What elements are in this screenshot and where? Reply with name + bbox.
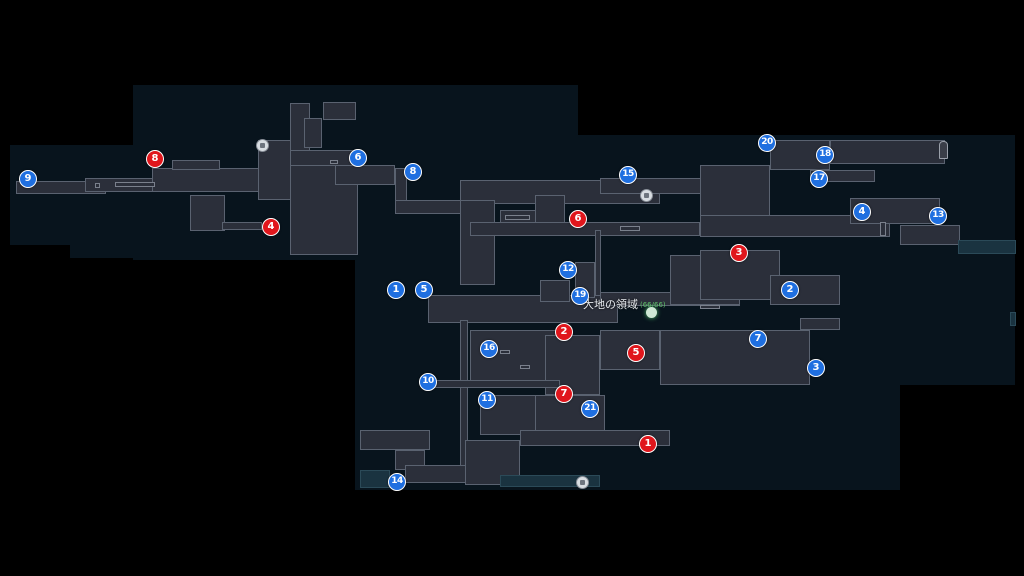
map-room — [172, 160, 220, 170]
map-room — [323, 102, 356, 120]
map-detail — [330, 160, 338, 164]
map-room — [535, 195, 565, 225]
map-room — [430, 380, 560, 388]
red-marker-3[interactable]: 3 — [730, 244, 748, 262]
map-detail — [115, 182, 155, 187]
map-room — [360, 430, 430, 450]
save-point-northwest[interactable] — [256, 139, 269, 152]
blue-marker-19[interactable]: 19 — [571, 287, 589, 305]
map-detail — [620, 226, 640, 231]
blue-marker-8[interactable]: 8 — [404, 163, 422, 181]
map-detail — [505, 215, 530, 220]
map-room — [800, 318, 840, 330]
blue-marker-12[interactable]: 12 — [559, 261, 577, 279]
map-room — [360, 470, 390, 488]
blue-marker-7[interactable]: 7 — [749, 330, 767, 348]
red-marker-1[interactable]: 1 — [639, 435, 657, 453]
map-detail — [520, 365, 530, 369]
red-marker-6[interactable]: 6 — [569, 210, 587, 228]
map-room — [152, 168, 272, 192]
save-point-north[interactable] — [640, 189, 653, 202]
area-name-label: 大地の領域 — [583, 298, 638, 311]
map-room — [595, 230, 601, 300]
blue-marker-2[interactable]: 2 — [781, 281, 799, 299]
blue-marker-20[interactable]: 20 — [758, 134, 776, 152]
gate-icon — [939, 141, 948, 159]
map-room — [335, 165, 395, 185]
map-room — [958, 240, 1016, 254]
blue-marker-15[interactable]: 15 — [619, 166, 637, 184]
blue-marker-1[interactable]: 1 — [387, 281, 405, 299]
blue-marker-5[interactable]: 5 — [415, 281, 433, 299]
map-room — [520, 430, 670, 446]
blue-marker-14[interactable]: 14 — [388, 473, 406, 491]
map-room — [660, 330, 810, 385]
blue-marker-4[interactable]: 4 — [853, 203, 871, 221]
map-detail — [500, 350, 510, 354]
map-room — [395, 200, 465, 214]
map-detail — [95, 183, 100, 188]
area-progress-count: (66/66) — [640, 301, 666, 309]
red-marker-5[interactable]: 5 — [627, 344, 645, 362]
map-detail — [880, 222, 886, 236]
red-marker-7[interactable]: 7 — [555, 385, 573, 403]
map-room — [190, 195, 225, 231]
map-room — [304, 118, 322, 148]
map-room — [900, 225, 960, 245]
save-point-south[interactable] — [576, 476, 589, 489]
blue-marker-9[interactable]: 9 — [19, 170, 37, 188]
blue-marker-13[interactable]: 13 — [929, 207, 947, 225]
blue-marker-10[interactable]: 10 — [419, 373, 437, 391]
blue-marker-11[interactable]: 11 — [478, 391, 496, 409]
map-detail — [700, 305, 720, 309]
blue-marker-18[interactable]: 18 — [816, 146, 834, 164]
explored-region — [895, 255, 1015, 385]
red-marker-2[interactable]: 2 — [555, 323, 573, 341]
red-marker-4[interactable]: 4 — [262, 218, 280, 236]
map-room — [830, 140, 945, 164]
blue-marker-17[interactable]: 17 — [810, 170, 828, 188]
map-room — [600, 178, 710, 194]
blue-marker-3[interactable]: 3 — [807, 359, 825, 377]
map-room — [700, 215, 890, 237]
blue-marker-21[interactable]: 21 — [581, 400, 599, 418]
player-position-icon — [646, 307, 657, 318]
map-room — [460, 200, 495, 285]
blue-marker-16[interactable]: 16 — [480, 340, 498, 358]
map-room — [540, 280, 570, 302]
red-marker-8[interactable]: 8 — [146, 150, 164, 168]
blue-marker-6[interactable]: 6 — [349, 149, 367, 167]
map-room — [222, 222, 262, 230]
map-room — [1010, 312, 1016, 326]
map-room — [500, 475, 600, 487]
